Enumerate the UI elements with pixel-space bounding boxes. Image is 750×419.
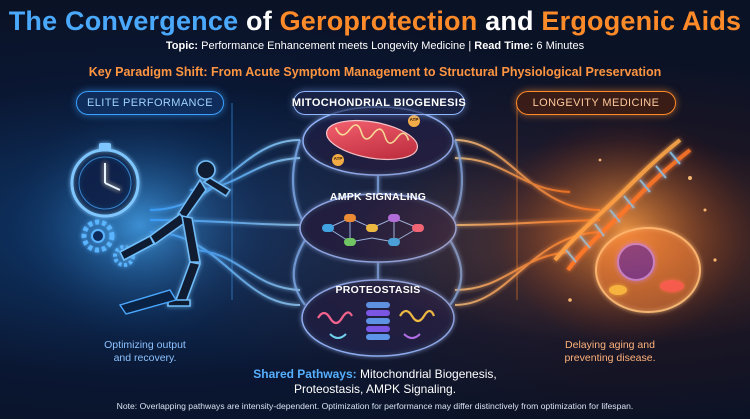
stopwatch-icon [70, 143, 140, 218]
protein-icon [317, 302, 436, 340]
page-title: The Convergence of Geroprotection and Er… [0, 6, 750, 37]
atp-badge-icon [408, 115, 420, 127]
proteostasis-label: Proteostasis [335, 284, 421, 296]
paradigm-shift: Key Paradigm Shift: From Acute Symptom M… [88, 65, 662, 79]
atp-label: ATP [409, 117, 419, 122]
elite-performance-label: Elite Performance [76, 91, 224, 115]
title-part-geroprotection: Geroprotection [279, 6, 478, 36]
separator: | [468, 40, 472, 52]
cell-icon [595, 227, 701, 313]
title-part-convergence: The Convergence [8, 6, 239, 36]
title-part-ergogenic: Ergogenic Aids [541, 6, 742, 36]
topic-line: Topic: Performance Enhancement meets Lon… [0, 40, 750, 52]
left-caption-line1: Optimizing output [104, 339, 186, 351]
right-caption: Delaying aging and preventing disease. [530, 339, 690, 365]
ampk-signaling-label: AMPK Signaling [329, 191, 427, 203]
starting-block [118, 289, 178, 315]
read-time-value: 6 Minutes [536, 40, 585, 52]
right-caption-line2: preventing disease. [564, 352, 656, 364]
ampk-node [299, 193, 457, 263]
footnote: Note: Overlapping pathways are intensity… [116, 401, 634, 411]
shared-line1: Mitochondrial Biogenesis, [359, 367, 497, 381]
mitochondrial-biogenesis-label: Mitochondrial Biogenesis [292, 91, 466, 115]
mitochondrion-icon [325, 119, 419, 161]
atp-badge-icon [332, 154, 344, 166]
right-caption-line1: Delaying aging and [565, 339, 655, 351]
runner-icon [118, 160, 232, 307]
shared-pathways: Shared Pathways: Mitochondrial Biogenesi… [220, 367, 530, 397]
shared-label: Shared Pathways: [253, 367, 357, 381]
atp-label: ATP [333, 156, 343, 161]
read-time-label: Read Time: [474, 40, 534, 52]
dna-icon [553, 138, 692, 272]
left-caption-line2: and recovery. [113, 352, 177, 364]
longevity-medicine-label: Longevity Medicine [516, 91, 676, 115]
title-part-of: of [246, 6, 272, 36]
title-part-and: and [485, 6, 534, 36]
topic-value: Performance Enhancement meets Longevity … [201, 40, 466, 52]
orange-pathways [454, 110, 601, 306]
shared-line2: Proteostasis, AMPK Signaling. [293, 382, 457, 396]
right-glow [495, 115, 750, 345]
topic-label: Topic: [165, 40, 199, 52]
mitochondria-node [302, 106, 454, 176]
left-caption: Optimizing output and recovery. [70, 339, 220, 365]
proteostasis-node [301, 279, 455, 357]
